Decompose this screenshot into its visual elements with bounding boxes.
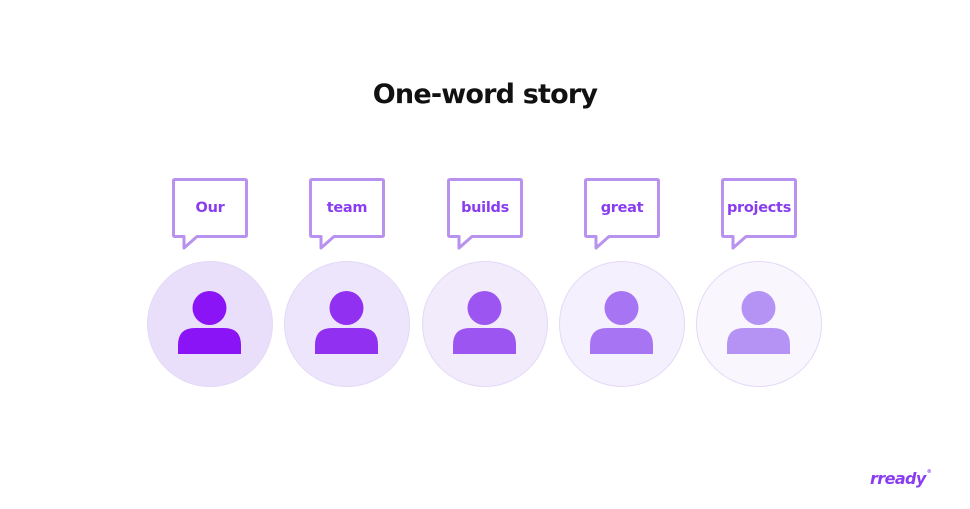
person-icon: [727, 291, 790, 354]
page-title: One-word story: [372, 79, 598, 110]
person-icon: [590, 291, 653, 354]
participant-4: [559, 261, 685, 387]
logo-text: rready: [870, 469, 926, 488]
registered-mark: ®: [926, 469, 932, 475]
speech-bubble-word: Our: [195, 200, 225, 216]
speech-bubble-word: projects: [726, 200, 792, 216]
speech-bubble-word: builds: [461, 200, 509, 216]
speech-bubble-4: great: [584, 178, 660, 250]
speech-bubble-2: team: [309, 178, 385, 250]
speech-bubble-5: projects: [721, 178, 797, 250]
speech-bubble-1: Our: [172, 178, 248, 250]
rready-logo: rready®: [870, 469, 932, 488]
participant-3: [422, 261, 548, 387]
person-icon: [453, 291, 516, 354]
participant-5: [696, 261, 822, 387]
person-icon: [315, 291, 378, 354]
participant-1: [147, 261, 273, 387]
speech-bubble-word: team: [326, 200, 368, 216]
person-icon: [178, 291, 241, 354]
speech-bubble-word: great: [600, 200, 644, 216]
speech-bubble-3: builds: [447, 178, 523, 250]
participant-2: [284, 261, 410, 387]
